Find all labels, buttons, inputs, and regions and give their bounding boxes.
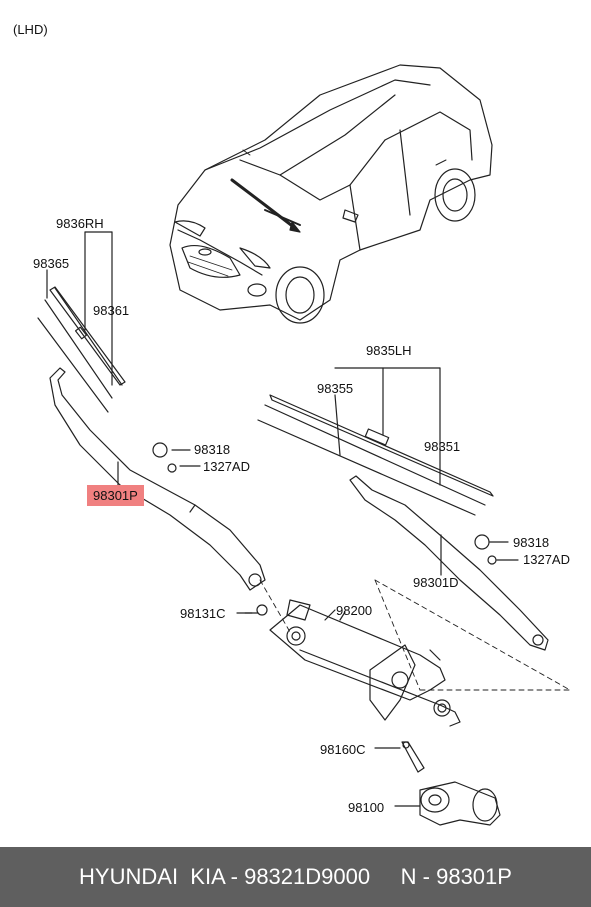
- label-98301d: 98301D: [413, 575, 459, 590]
- label-98318-lh: 98318: [513, 535, 550, 550]
- label-98160c: 98160C: [320, 742, 366, 757]
- footer-spacer: [370, 864, 401, 890]
- label-98131c: 98131C: [180, 606, 226, 621]
- label-98361: 98361: [93, 303, 130, 318]
- part-number-footer: HYUNDAI KIA - 98321D9000 N - 98301P: [0, 847, 591, 907]
- label-98200: 98200: [336, 603, 373, 618]
- bracket-part: [374, 741, 425, 773]
- wiper-diagram: [37, 64, 571, 826]
- rh-cap-part: [152, 442, 168, 458]
- motor-part: [394, 781, 501, 826]
- lh-arm: [349, 475, 549, 651]
- rh-arm: [49, 367, 266, 591]
- rh-blade-assembly: [37, 231, 126, 413]
- label-98301p-highlighted[interactable]: 98301P: [87, 485, 144, 506]
- lh-blade-assembly: [257, 367, 494, 516]
- lhd-label: (LHD): [13, 22, 48, 37]
- label-98365: 98365: [33, 256, 70, 271]
- label-9836rh: 9836RH: [56, 216, 104, 231]
- footer-diagram-number: N - 98301P: [400, 864, 512, 889]
- label-98318-rh: 98318: [194, 442, 231, 457]
- label-98100: 98100: [348, 800, 385, 815]
- label-98355: 98355: [317, 381, 354, 396]
- linkage-part: [244, 599, 461, 727]
- pivot-reference-lines: [259, 579, 571, 691]
- label-1327ad-rh: 1327AD: [203, 459, 250, 474]
- lh-nut-part: [487, 555, 497, 565]
- label-98351: 98351: [424, 439, 461, 454]
- vehicle-illustration: [169, 64, 493, 324]
- lh-cap-part: [474, 534, 490, 550]
- label-9835lh: 9835LH: [366, 343, 412, 358]
- footer-brand-part-number: HYUNDAI KIA - 98321D9000: [79, 864, 371, 889]
- rh-nut-part: [167, 463, 177, 473]
- label-1327ad-lh: 1327AD: [523, 552, 570, 567]
